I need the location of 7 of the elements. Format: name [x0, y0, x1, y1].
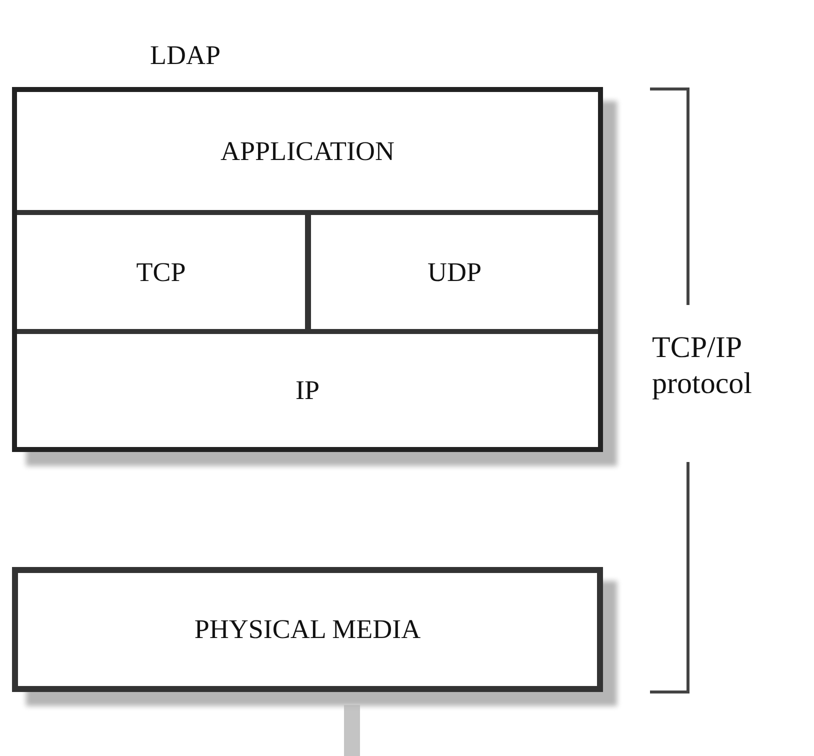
layer-box: UDP [311, 215, 598, 334]
layer-box: PHYSICAL MEDIA [12, 567, 603, 692]
layer-box: TCP [17, 215, 311, 334]
layer-box: IP [17, 334, 598, 447]
bracket-label: TCP/IP protocol [652, 330, 753, 402]
heading: LDAP [150, 40, 221, 71]
layer-box: APPLICATION [17, 92, 598, 215]
